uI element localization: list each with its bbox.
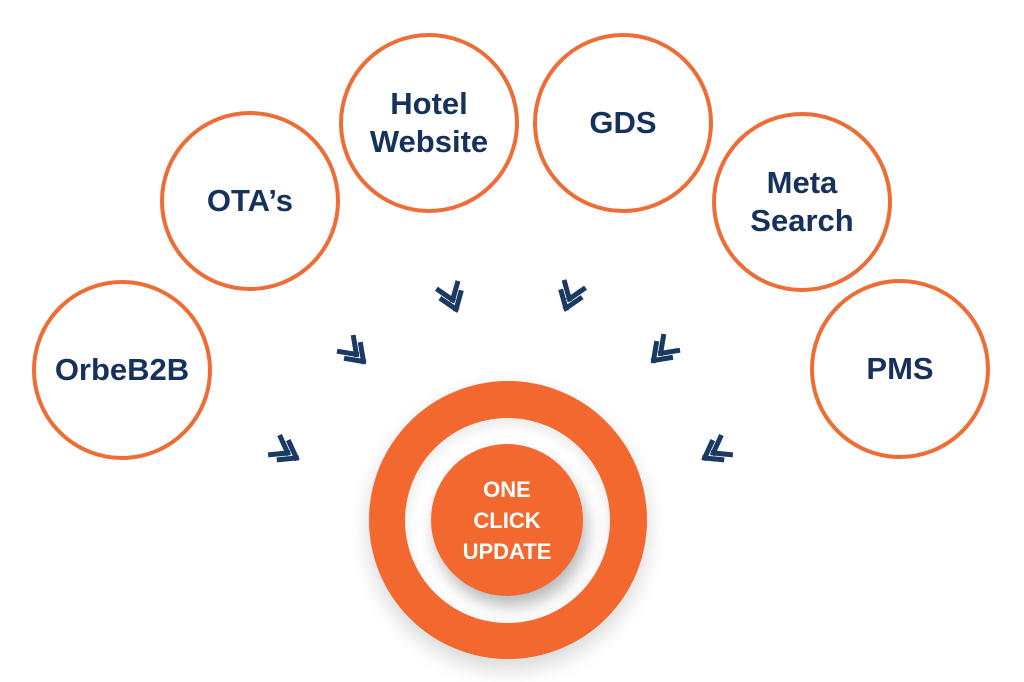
channel-hotel-website-label-line-2: Website xyxy=(369,124,489,159)
channel-gds: GDS xyxy=(533,33,713,213)
channel-hotel-website: Hotel Website xyxy=(339,33,519,213)
arrow-to-hotel-website-icon xyxy=(438,283,465,312)
arrow-to-orbeb2b-icon xyxy=(271,437,302,466)
channel-meta-search-label-line-1: Meta xyxy=(766,165,838,200)
arrow-to-pms-icon xyxy=(700,437,731,466)
channel-gds-label: GDS xyxy=(589,105,657,140)
channel-pms: PMS xyxy=(810,279,990,459)
channel-meta-search: Meta Search xyxy=(712,112,892,292)
channel-orbeb2b-label: OrbeB2B xyxy=(54,352,190,387)
channel-pms-label: PMS xyxy=(866,351,934,386)
hub-label-line-1: ONE xyxy=(483,476,531,502)
channel-otas-label: OTA’s xyxy=(206,183,294,218)
channel-orbeb2b: OrbeB2B xyxy=(32,280,212,460)
arrow-to-otas-icon xyxy=(339,337,370,368)
channel-meta-search-label-line-2: Search xyxy=(750,203,854,238)
hub-label-line-2: CLICK xyxy=(473,507,541,533)
hub-label-line-3: UPDATE xyxy=(462,538,552,564)
arrow-to-gds-icon xyxy=(556,282,583,311)
arrow-to-meta-search-icon xyxy=(646,336,677,367)
channel-otas: OTA’s xyxy=(160,111,340,291)
channel-hotel-website-label-line-1: Hotel xyxy=(390,86,468,121)
one-click-update-button[interactable]: ONE CLICK UPDATE xyxy=(431,444,583,596)
